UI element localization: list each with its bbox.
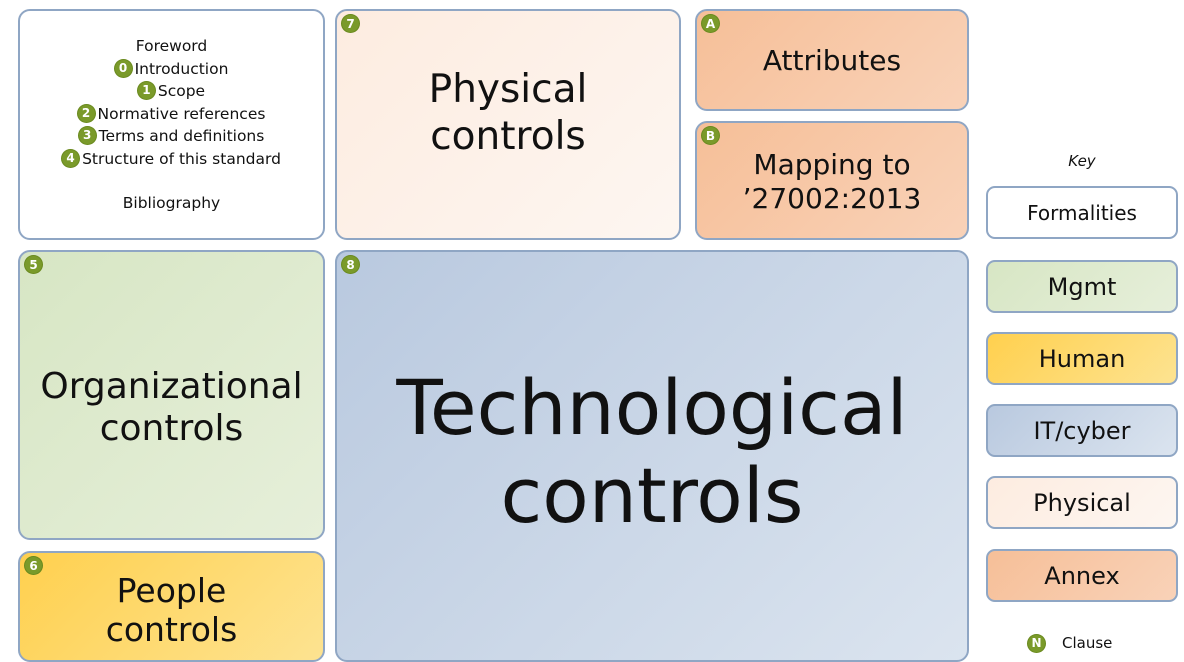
clause-badge: 5	[25, 256, 42, 273]
people-controls-box: 6 People controls	[18, 551, 325, 662]
label-line: Physical	[428, 67, 588, 113]
key-annex: Annex	[986, 549, 1178, 602]
key-clause-label: Clause	[1062, 634, 1113, 652]
key-it-cyber: IT/cyber	[986, 404, 1178, 457]
clause-badge: 2	[77, 104, 95, 122]
clause-badge: N	[1028, 634, 1045, 652]
organizational-controls-label: Organizational controls	[40, 366, 302, 451]
label-line: Mapping to	[753, 148, 911, 182]
clause-badge: 7	[342, 15, 359, 32]
structure-label: Structure of this standard	[82, 149, 281, 168]
organizational-controls-box: 5 Organizational controls	[18, 250, 325, 540]
label-line: controls	[430, 113, 586, 159]
introduction-label: Introduction	[134, 59, 229, 78]
physical-controls-label: Physical controls	[429, 67, 588, 159]
technological-controls-label: Technological controls	[396, 362, 908, 540]
clause-badge: 8	[342, 256, 359, 273]
clause-badge: 3	[78, 127, 96, 144]
key-physical: Physical	[986, 476, 1178, 529]
label-line: ’27002:2013	[742, 181, 922, 215]
key-mgmt: Mgmt	[986, 260, 1178, 313]
annex-badge: A	[702, 15, 719, 32]
key-clause: N Clause	[1028, 634, 1112, 652]
clause-badge: 1	[137, 82, 155, 99]
scope-label: Scope	[157, 82, 206, 100]
people-controls-label: People controls	[105, 570, 238, 650]
foreword-label: Foreword	[135, 37, 208, 55]
key-formalities: Formalities	[986, 186, 1178, 239]
annex-badge: B	[702, 127, 719, 144]
attributes-label: Attributes	[762, 44, 902, 78]
label-line: controls	[99, 408, 244, 449]
label-line: controls	[500, 451, 804, 540]
normative-references-label: Normative references	[97, 104, 266, 123]
clause-badge: 4	[62, 149, 80, 167]
key-title: Key	[1068, 152, 1096, 170]
clause-badge: 6	[25, 557, 42, 574]
label-line: People	[116, 570, 227, 610]
label-line: Organizational	[40, 365, 303, 407]
bibliography-label: Bibliography	[122, 194, 221, 212]
bibliography-line: Bibliography	[20, 192, 323, 215]
foreword-line: Foreword	[20, 35, 323, 58]
attributes-annex-box: A Attributes	[695, 9, 969, 111]
label-line: Technological	[396, 362, 908, 452]
clause-badge: 0	[114, 59, 132, 77]
physical-controls-box: 7 Physical controls	[335, 9, 681, 240]
label-line: controls	[105, 609, 238, 649]
key-human: Human	[986, 332, 1178, 385]
mapping-annex-box: B Mapping to ’27002:2013	[695, 121, 969, 240]
terms-definitions-label: Terms and definitions	[98, 127, 265, 145]
spacer	[20, 170, 323, 192]
mapping-label: Mapping to ’27002:2013	[743, 148, 922, 214]
technological-controls-box: 8 Technological controls	[335, 250, 969, 662]
